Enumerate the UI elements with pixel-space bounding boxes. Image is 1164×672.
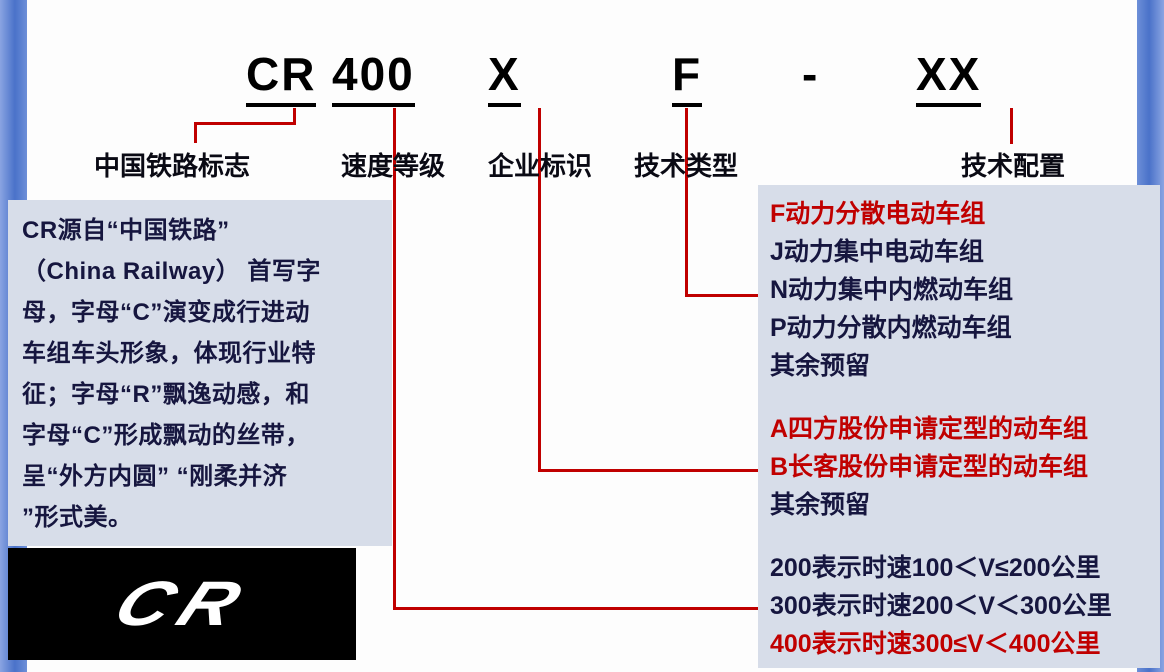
right-panel-item: P动力分散内燃动车组 (770, 314, 1012, 342)
code-segment-dash: - (802, 48, 820, 100)
cr-meaning-text: CR源自“中国铁路” （China Railway） 首写字 母，字母“C”演变… (22, 217, 321, 531)
right-panel-group-1: A四方股份申请定型的动车组 B长客股份申请定型的动车组其余预留 (770, 410, 1160, 524)
connector-speed-vertical (393, 108, 396, 610)
right-panel-item: N动力集中内燃动车组 (770, 276, 1014, 304)
code-segment-cr: CR (246, 48, 317, 107)
cr-logo: CR (103, 568, 262, 639)
cr-logo-box: CR (8, 548, 356, 660)
right-panel-item: 300表示时速200＜V＜300公里 (770, 592, 1112, 620)
connector-techtype-vertical (685, 108, 688, 297)
connector-cr-horizontal (194, 122, 296, 125)
label-speed-grade: 速度等级 (340, 151, 446, 181)
connector-enterprise-vertical (538, 108, 541, 472)
right-panel-item: J动力集中电动车组 (770, 238, 984, 266)
connector-cr-drop (194, 122, 197, 143)
right-panel-item: 其余预留 (770, 491, 871, 519)
right-panel-item: A四方股份申请定型的动车组 (770, 415, 1089, 443)
connector-speed-horizontal (393, 607, 758, 610)
code-segment-speed: 400 (332, 48, 415, 107)
right-panel-item: 400表示时速300≤V＜400公里 (770, 630, 1101, 658)
label-tech-type: 技术类型 (633, 151, 739, 181)
code-segment-techtype: F (672, 48, 703, 107)
connector-config-vertical (1010, 108, 1013, 144)
right-panel-group-0: F动力分散电动车组 J动力集中电动车组 N动力集中内燃动车组 P动力分散内燃动车组其余… (770, 195, 1160, 385)
right-panel-group-2: 200表示时速100＜V≤200公里 300表示时速200＜V＜300公里 400表… (770, 549, 1160, 663)
code-segment-config: XX (916, 48, 982, 107)
label-enterprise-id: 企业标识 (487, 151, 593, 181)
connector-enterprise-horizontal (538, 469, 758, 472)
connector-cr-vertical (293, 108, 296, 125)
label-china-railway-logo: 中国铁路标志 (93, 151, 251, 181)
right-panel-list: F动力分散电动车组 J动力集中电动车组 N动力集中内燃动车组 P动力分散内燃动车组其余… (758, 185, 1160, 668)
right-panel-item: 其余预留 (770, 352, 871, 380)
label-tech-config: 技术配置 (960, 151, 1066, 181)
right-panel-item: 200表示时速100＜V≤200公里 (770, 554, 1101, 582)
connector-techtype-horizontal (685, 294, 758, 297)
right-panel-item: F动力分散电动车组 (770, 200, 986, 228)
right-panel-item: B长客股份申请定型的动车组 (770, 453, 1089, 481)
code-segment-enterprise: X (488, 48, 521, 107)
cr-meaning-panel: CR源自“中国铁路” （China Railway） 首写字 母，字母“C”演变… (8, 200, 392, 546)
